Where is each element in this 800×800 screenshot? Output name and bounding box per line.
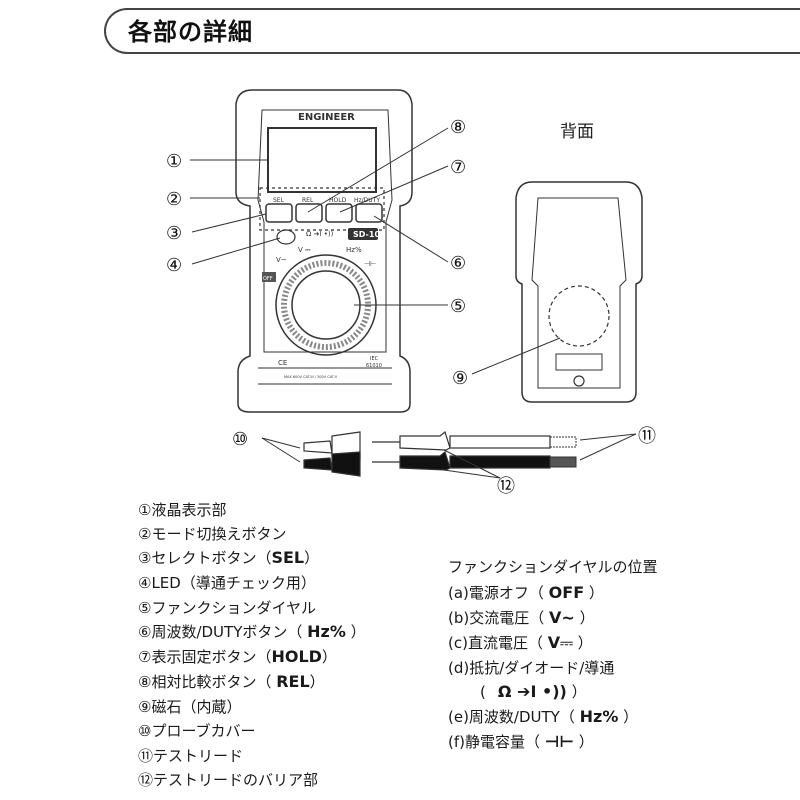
callout-7: ⑦	[450, 157, 466, 178]
iec-mark: IEC	[370, 356, 379, 362]
function-item: (d)抵抗/ダイオード/導通	[448, 659, 615, 677]
callout-6: ⑥	[450, 253, 466, 274]
header-bar	[104, 8, 800, 54]
ce-mark: CE	[278, 359, 287, 367]
iec-number: 61010	[366, 363, 382, 369]
model-label: SD-10	[353, 230, 380, 239]
callout-1: ①	[166, 151, 182, 172]
function-item: (e)周波数/DUTY（ Hz% ）	[448, 707, 639, 726]
legend-item: ⑤ファンクションダイヤル	[138, 599, 316, 617]
leader-9	[471, 337, 561, 375]
legend-item: ⑫テストリードのバリア部	[138, 771, 319, 789]
black-probe-handle	[449, 455, 551, 469]
callout-12: ⑫	[497, 476, 515, 497]
leader-lines	[190, 127, 637, 479]
legend-item: ②モード切換えボタン	[138, 525, 287, 543]
legend-item: ①液晶表示部	[138, 501, 227, 519]
legend-item: ⑥周波数/DUTYボタン（ Hz% ）	[138, 622, 366, 641]
led-indicator	[276, 229, 296, 245]
red-probe-grip	[549, 436, 577, 448]
callout-numbers: ① ② ③ ④ ⑤ ⑥ ⑦ ⑧ ⑨ ⑩ ⑪ ⑫	[166, 117, 656, 497]
black-probe-grip	[549, 456, 577, 468]
callout-8: ⑧	[450, 117, 466, 138]
probe-cover-black-cap	[331, 451, 361, 477]
sel-button	[265, 203, 293, 223]
function-item: (f)静電容量（ ⊣⊢ ）	[448, 732, 594, 751]
callout-5: ⑤	[450, 296, 466, 317]
test-leads	[303, 430, 577, 477]
callout-9: ⑨	[452, 368, 468, 389]
back-screw	[573, 375, 585, 387]
off-badge	[262, 272, 276, 282]
leader-3	[191, 213, 267, 233]
red-probe-handle	[449, 435, 551, 449]
rel-button	[295, 203, 323, 223]
rel-label: REL	[302, 197, 314, 204]
leader-6	[373, 215, 449, 263]
cap-mark: ⊣⊢	[364, 260, 376, 268]
page-title: 各部の詳細	[128, 18, 253, 46]
callout-11: ⑪	[638, 426, 656, 447]
leader-4	[191, 237, 281, 265]
leader-7	[339, 165, 449, 213]
hold-label: HOLD	[329, 197, 347, 204]
black-probe-barrier	[399, 450, 451, 471]
legend-item: ⑨磁石（内蔵）	[138, 698, 242, 716]
acv-mark: V~	[276, 256, 287, 264]
back-label-plate	[555, 353, 603, 371]
function-item: (b)交流電圧（ V~ ）	[448, 608, 595, 627]
legend-item: ⑪テストリード	[138, 747, 244, 765]
back-view	[515, 181, 643, 403]
magnet-outline	[548, 285, 610, 347]
legend-item: ⑦表示固定ボタン（HOLD）	[138, 647, 337, 666]
probe-cover-black	[303, 457, 333, 471]
mode-buttons-outline	[259, 187, 385, 231]
hz-mark: Hz%	[346, 246, 362, 254]
leader-11a	[579, 433, 637, 441]
dcv-mark: V ⎓	[298, 246, 311, 254]
meter-body-outline	[235, 89, 413, 413]
function-item: (c)直流電圧（ V⎓ ）	[448, 633, 593, 652]
callout-10: ⑩	[232, 429, 248, 450]
back-body-outline	[515, 181, 643, 403]
brand-logo: ENGINEER	[298, 112, 355, 123]
callout-4: ④	[166, 255, 182, 276]
red-probe-barrier	[399, 430, 451, 451]
hz-duty-button	[355, 203, 383, 223]
cat-rating: MAX 600V CAT.III / 300V CAT.II	[284, 375, 337, 379]
model-badge	[348, 228, 378, 240]
leader-10a	[261, 437, 301, 449]
leader-12b	[443, 469, 501, 479]
legend-item: ③セレクトボタン（SEL）	[138, 548, 320, 567]
leader-10b	[261, 437, 301, 463]
lcd-display	[267, 127, 377, 193]
function-item: (Ω ➔I •)) ）	[480, 682, 587, 701]
resistance-diode-icons: Ω ➔I •))	[306, 230, 334, 238]
legend-item: ⑩プローブカバー	[138, 722, 256, 740]
function-list-title: ファンクションダイヤルの位置	[448, 558, 658, 576]
leader-11b	[579, 433, 637, 461]
back-view-label: 背面	[560, 122, 594, 142]
legend-item: ⑧相対比較ボタン（ REL）	[138, 672, 325, 691]
leader-8	[307, 127, 449, 213]
off-mark: OFF	[263, 276, 273, 282]
sel-label: SEL	[273, 197, 285, 204]
callout-2: ②	[166, 189, 182, 210]
function-dial-knob	[291, 270, 361, 340]
callout-3: ③	[166, 223, 182, 244]
function-item: (a)電源オフ（ OFF ）	[448, 583, 604, 602]
back-face	[531, 197, 627, 389]
leader-12a	[443, 449, 501, 479]
probe-cover-white	[303, 440, 333, 454]
hold-button	[325, 203, 353, 223]
front-view	[235, 89, 413, 413]
legend-item: ④LED（導通チェック用）	[138, 574, 316, 592]
